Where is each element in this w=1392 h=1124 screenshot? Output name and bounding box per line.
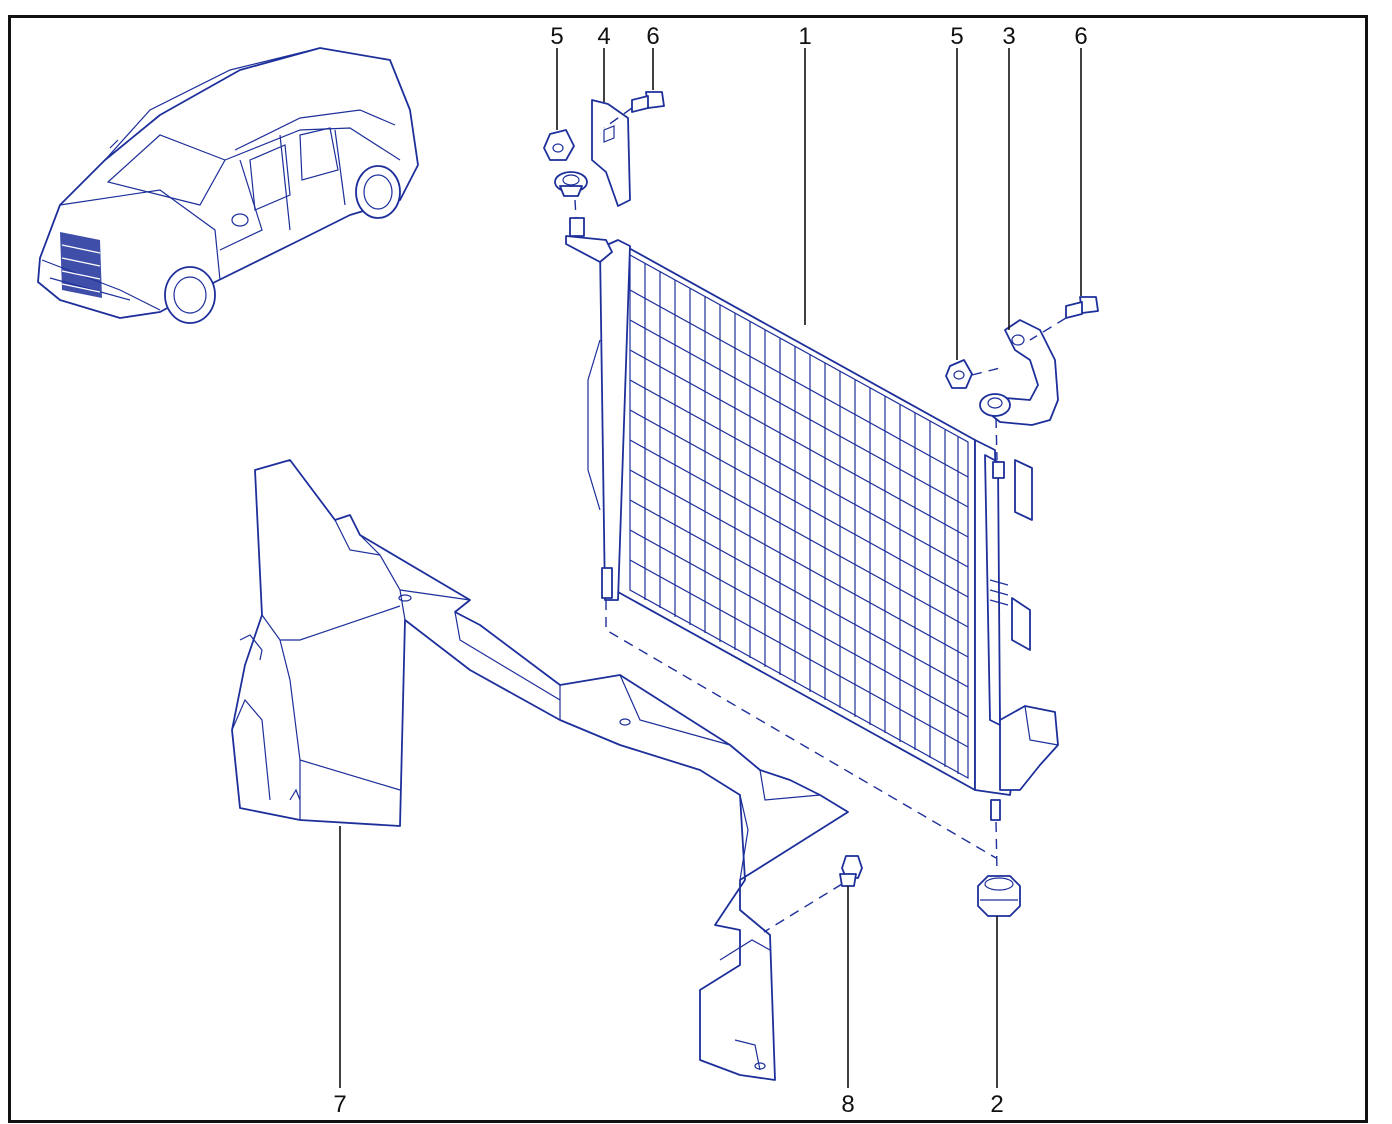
callout-8: 8 — [841, 1091, 854, 1118]
air-deflector — [231, 459, 849, 1081]
callout-2: 2 — [990, 1091, 1003, 1118]
nut-left — [543, 129, 575, 161]
callout-7: 7 — [333, 1091, 346, 1118]
callout-1: 1 — [798, 23, 811, 50]
nut-right — [945, 359, 973, 389]
callout-5a: 5 — [550, 23, 563, 50]
callout-3: 3 — [1002, 23, 1015, 50]
callout-5b: 5 — [950, 23, 963, 50]
car-thumbnail — [37, 47, 419, 324]
lower-support-pad — [977, 875, 1021, 917]
callout-6b: 6 — [1074, 23, 1087, 50]
upper-bracket-right — [984, 319, 1059, 426]
fastening-clip — [839, 855, 863, 887]
rubber-mount-left — [554, 171, 588, 197]
bolt-right — [1065, 296, 1099, 319]
rubber-mount-right — [979, 393, 1011, 417]
bolt-left — [631, 91, 665, 113]
upper-bracket-left — [591, 99, 631, 207]
radiator-core-fins — [629, 263, 969, 774]
callout-6a: 6 — [646, 23, 659, 50]
callout-4: 4 — [597, 23, 610, 50]
leader-lines — [339, 48, 1082, 1088]
car-radiator-highlight — [60, 232, 102, 298]
radiator — [565, 217, 1059, 821]
